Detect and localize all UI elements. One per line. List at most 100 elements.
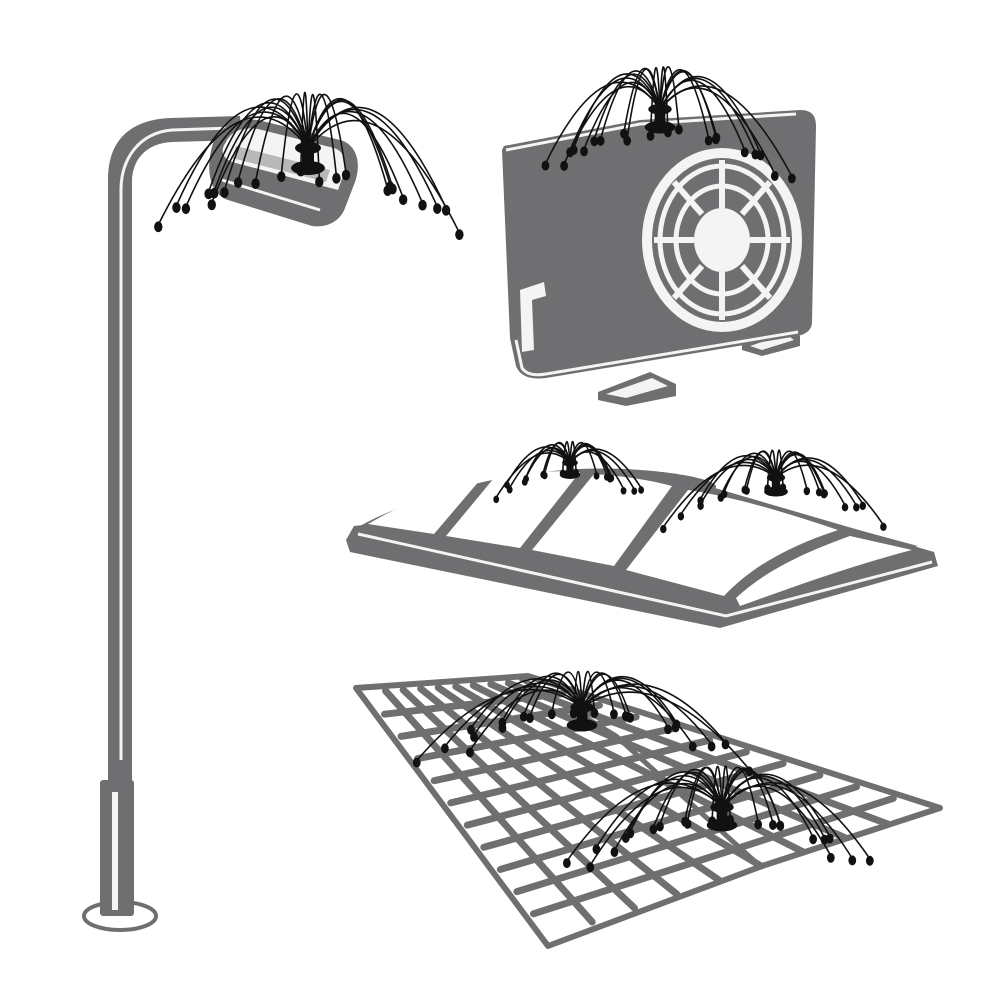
spike-tip bbox=[707, 741, 716, 752]
spike-wire bbox=[223, 98, 309, 191]
spike-hub bbox=[766, 473, 786, 482]
spike-wire bbox=[566, 782, 723, 862]
spike-tip bbox=[418, 199, 427, 211]
spike-wire bbox=[581, 671, 615, 713]
spike-wire bbox=[581, 686, 694, 746]
spike-tip bbox=[820, 490, 828, 499]
street-lamp bbox=[82, 116, 358, 932]
spike-tip bbox=[590, 707, 599, 718]
solar-grid-line bbox=[447, 736, 714, 807]
spike-tip bbox=[560, 160, 568, 171]
spike-wire bbox=[745, 450, 777, 489]
spike-wire bbox=[501, 675, 583, 722]
solar-grid-line bbox=[529, 794, 897, 918]
spike-tip bbox=[526, 713, 534, 724]
spike-tip bbox=[433, 203, 442, 215]
spike-wire bbox=[720, 455, 777, 496]
spike-hub bbox=[570, 701, 594, 713]
spike-tip bbox=[688, 741, 697, 752]
spike-wire bbox=[662, 464, 777, 528]
spike-tip bbox=[826, 852, 835, 863]
spike-tip bbox=[743, 486, 750, 495]
spike-tip bbox=[697, 496, 704, 505]
spike-wire bbox=[721, 766, 759, 823]
spike-tip bbox=[207, 199, 216, 211]
spike-tip bbox=[720, 490, 728, 499]
spike-hub bbox=[648, 103, 672, 115]
spike-tip bbox=[541, 160, 550, 171]
spike-tip bbox=[712, 132, 721, 143]
spike-wire bbox=[207, 101, 309, 193]
spike-wire bbox=[523, 672, 583, 716]
spike-tip bbox=[859, 501, 867, 511]
spike-tip bbox=[626, 712, 635, 723]
spike-tip bbox=[754, 819, 763, 830]
spike-tip bbox=[770, 171, 779, 181]
spike-wire bbox=[237, 98, 309, 181]
spike-wire bbox=[775, 460, 846, 506]
spike-wire bbox=[157, 116, 309, 226]
air-conditioner-unit bbox=[502, 110, 816, 406]
spike-wire bbox=[280, 93, 309, 175]
spike-wire bbox=[307, 119, 461, 234]
spike-tip bbox=[523, 475, 529, 483]
spike-tip bbox=[181, 203, 191, 215]
spike-tip bbox=[880, 522, 887, 532]
spike-wire bbox=[307, 93, 347, 174]
spike-wire bbox=[569, 445, 611, 478]
spike-wire bbox=[572, 670, 583, 712]
spike-tip bbox=[315, 176, 324, 188]
spike-tip bbox=[638, 486, 645, 494]
spike-tip bbox=[769, 820, 777, 830]
spike-tip bbox=[787, 173, 796, 184]
spike-tip bbox=[853, 503, 860, 512]
solar-grid-line bbox=[414, 713, 640, 763]
spike-wire bbox=[300, 91, 309, 170]
spike-tip bbox=[593, 472, 600, 480]
spike-tip bbox=[776, 820, 785, 831]
spike-deterrent bbox=[493, 440, 645, 504]
spike-tip bbox=[172, 202, 181, 213]
spike-wire bbox=[686, 766, 723, 823]
spike-wire bbox=[659, 79, 746, 151]
spike-wire bbox=[543, 441, 571, 474]
spike-wire bbox=[775, 464, 885, 526]
spike-tip bbox=[385, 181, 395, 193]
spike-tip bbox=[683, 818, 692, 829]
spike-wire bbox=[659, 768, 723, 825]
spike-tip bbox=[704, 135, 713, 146]
spike-stem bbox=[566, 462, 574, 475]
spike-hub bbox=[295, 142, 321, 154]
spike-tip bbox=[332, 172, 341, 184]
spike-tip bbox=[623, 135, 632, 146]
spike-wire bbox=[723, 452, 777, 493]
spike-tip bbox=[620, 487, 627, 495]
spike-tip bbox=[865, 855, 874, 866]
spike-deterrent bbox=[562, 765, 874, 873]
spike-hub bbox=[562, 459, 578, 467]
spike-tip bbox=[498, 717, 507, 728]
spike-tip bbox=[467, 724, 475, 735]
spike-tip bbox=[519, 711, 528, 722]
spike-wire bbox=[775, 450, 808, 490]
spike-tip bbox=[751, 149, 760, 160]
spike-wire bbox=[766, 449, 777, 487]
solar-grid-line bbox=[399, 686, 638, 912]
spike-tip bbox=[204, 188, 213, 200]
spike-wire bbox=[659, 87, 776, 175]
spike-wire bbox=[572, 73, 661, 149]
solar-grid-line bbox=[463, 748, 750, 829]
spike-tip bbox=[580, 146, 588, 157]
spike-wire bbox=[721, 785, 832, 857]
spike-wire bbox=[625, 775, 723, 837]
spike-wire bbox=[629, 771, 723, 832]
spike-tip bbox=[412, 757, 421, 768]
spike-tip bbox=[504, 481, 510, 489]
solar-panel bbox=[353, 673, 943, 949]
spike-tip bbox=[441, 204, 451, 216]
spike-wire bbox=[659, 65, 680, 128]
ac-fan-grille bbox=[642, 148, 802, 332]
spike-wire bbox=[307, 110, 424, 204]
